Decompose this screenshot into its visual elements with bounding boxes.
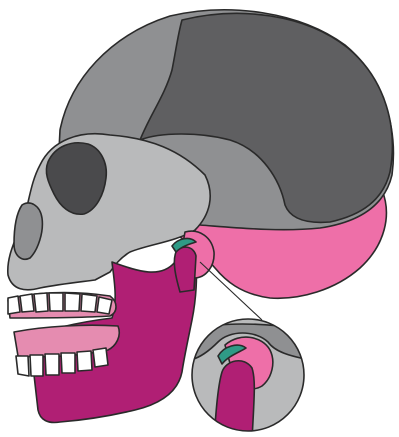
mandibular-condyle (174, 247, 196, 292)
tooth (8, 296, 20, 314)
tooth (16, 356, 29, 376)
upper-teeth (8, 293, 112, 314)
tooth (81, 294, 97, 312)
tooth (77, 351, 92, 371)
tooth (34, 293, 48, 312)
tooth (65, 293, 80, 311)
tooth (49, 293, 63, 311)
tooth (30, 355, 43, 376)
tooth (20, 294, 34, 312)
tooth (45, 354, 59, 375)
tooth (97, 297, 112, 314)
tmj-detail-inset (190, 319, 310, 437)
tooth (93, 348, 108, 367)
tooth (61, 353, 75, 373)
